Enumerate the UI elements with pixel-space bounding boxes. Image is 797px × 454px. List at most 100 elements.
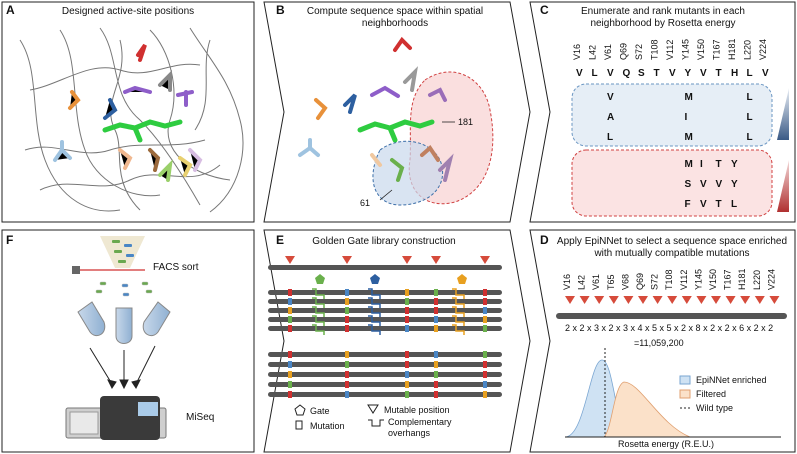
- e-mutation-mark: [483, 298, 487, 305]
- c-wt-letter: V: [700, 68, 707, 79]
- c-blue-mutant: L: [747, 132, 753, 143]
- panel-d-title-2: with mutually compatible mutations: [593, 248, 749, 259]
- e-mutation-mark: [288, 298, 292, 305]
- c-red-mutant: V: [700, 199, 707, 210]
- c-energy-wedge-blue: [777, 88, 789, 140]
- e-mutation-mark: [345, 289, 349, 296]
- cells-icon: [112, 240, 134, 263]
- e-mutation-mark: [345, 371, 349, 378]
- d-mutable-marker: [681, 296, 692, 304]
- legend-gate: Gate: [310, 406, 330, 416]
- d-mutable-marker: [579, 296, 590, 304]
- e-mutation-mark: [405, 361, 409, 368]
- c-blue-mutant: I: [685, 112, 688, 123]
- e-mutation-mark: [405, 289, 409, 296]
- c-blue-mutant: V: [607, 92, 614, 103]
- miseq-instrument-icon: [65, 396, 167, 440]
- e-mutation-mark: [483, 391, 487, 398]
- d-mutable-marker: [565, 296, 575, 304]
- e-parent-gene: [268, 265, 502, 270]
- legend-mutable: Mutable position: [384, 405, 450, 415]
- e-overhang: [368, 288, 381, 299]
- arrows-to-miseq: [89, 345, 156, 390]
- e-mutation-mark: [434, 371, 438, 378]
- panel-b-title-1: Compute sequence space within spatial: [307, 6, 483, 17]
- d-position-label: V61: [591, 274, 601, 290]
- e-mutation-mark: [345, 351, 349, 358]
- e-mutation-mark: [483, 307, 487, 314]
- panel-b-title-2: neighborhoods: [362, 18, 428, 29]
- d-position-label: V150: [708, 269, 718, 290]
- panel-d-title-1: Apply EpiNNet to select a sequence space…: [557, 236, 787, 247]
- c-position-label: V61: [603, 44, 613, 60]
- c-wt-letter: Y: [685, 68, 692, 79]
- c-blue-mutant: M: [685, 132, 693, 143]
- d-mutable-marker: [652, 296, 663, 304]
- d-position-label: T108: [664, 269, 674, 290]
- e-mutation-mark: [345, 316, 349, 323]
- c-wt-letter: V: [762, 68, 769, 79]
- c-red-mutant: S: [685, 179, 692, 190]
- d-mutable-marker: [608, 296, 619, 304]
- e-mutation-mark: [483, 289, 487, 296]
- d-position-label: S72: [650, 274, 660, 290]
- d-mutable-marker: [740, 296, 751, 304]
- c-position-label: T108: [650, 39, 660, 60]
- panel-c-label: C: [540, 3, 549, 17]
- d-mutable-marker: [696, 296, 707, 304]
- panel-c-title-2: neighborhood by Rosetta energy: [590, 18, 735, 29]
- e-mutation-mark: [345, 361, 349, 368]
- d-position-label: T65: [606, 274, 616, 290]
- c-position-label: V16: [572, 44, 582, 60]
- c-red-mutant: Y: [731, 159, 738, 170]
- e-mutation-mark: [405, 316, 409, 323]
- mutable-legend-icon: [367, 404, 379, 414]
- e-mutation-mark: [483, 351, 487, 358]
- e-overhang: [452, 315, 465, 326]
- c-energy-wedge-red: [777, 160, 789, 212]
- c-blue-box: [571, 83, 773, 147]
- mutation-legend-icon: [295, 420, 303, 430]
- e-mutation-mark: [345, 391, 349, 398]
- e-legend: Gate Mutable position Mutation Complemen…: [294, 404, 452, 438]
- e-mutation-mark: [345, 307, 349, 314]
- legend-wildtype: Wild type: [696, 403, 733, 413]
- e-mutation-mark: [345, 325, 349, 332]
- e-overhang: [312, 288, 325, 299]
- e-mutation-mark: [288, 381, 292, 388]
- e-mutation-mark: [345, 381, 349, 388]
- d-filtered-distribution: [602, 381, 691, 438]
- e-assembled-row: [268, 352, 502, 357]
- c-wt-letter: T: [654, 68, 660, 79]
- panel-a-title: Designed active-site positions: [62, 6, 194, 17]
- e-mutation-mark: [288, 316, 292, 323]
- e-overhang: [452, 306, 465, 317]
- c-red-mutant: V: [700, 179, 707, 190]
- c-red-mutant: I: [700, 159, 703, 170]
- e-fragment-row: [268, 308, 502, 313]
- overhang-legend-icon: [368, 419, 384, 427]
- e-mutation-mark: [288, 351, 292, 358]
- panel-c: C Enumerate and rank mutants in each nei…: [529, 1, 796, 223]
- e-mutation-mark: [483, 325, 487, 332]
- gate-legend-icon: [294, 404, 306, 416]
- e-overhang: [368, 315, 381, 326]
- e-mutable-markers: [285, 256, 490, 264]
- e-overhang: [452, 297, 465, 308]
- e-mutation-mark: [288, 307, 292, 314]
- e-mutation-mark: [483, 381, 487, 388]
- d-mutable-marker: [638, 296, 648, 304]
- panel-c-title-1: Enumerate and rank mutants in each: [581, 6, 745, 17]
- e-fragment-row: [268, 290, 502, 295]
- d-position-label: V112: [679, 270, 689, 290]
- e-mutable-marker: [342, 256, 352, 264]
- e-fragment-row: [268, 317, 502, 322]
- collection-tubes: [77, 301, 171, 344]
- c-blue-mutant: M: [685, 92, 693, 103]
- d-mutable-marker: [725, 296, 736, 304]
- c-position-label: V150: [696, 39, 706, 60]
- e-mutation-mark: [434, 298, 438, 305]
